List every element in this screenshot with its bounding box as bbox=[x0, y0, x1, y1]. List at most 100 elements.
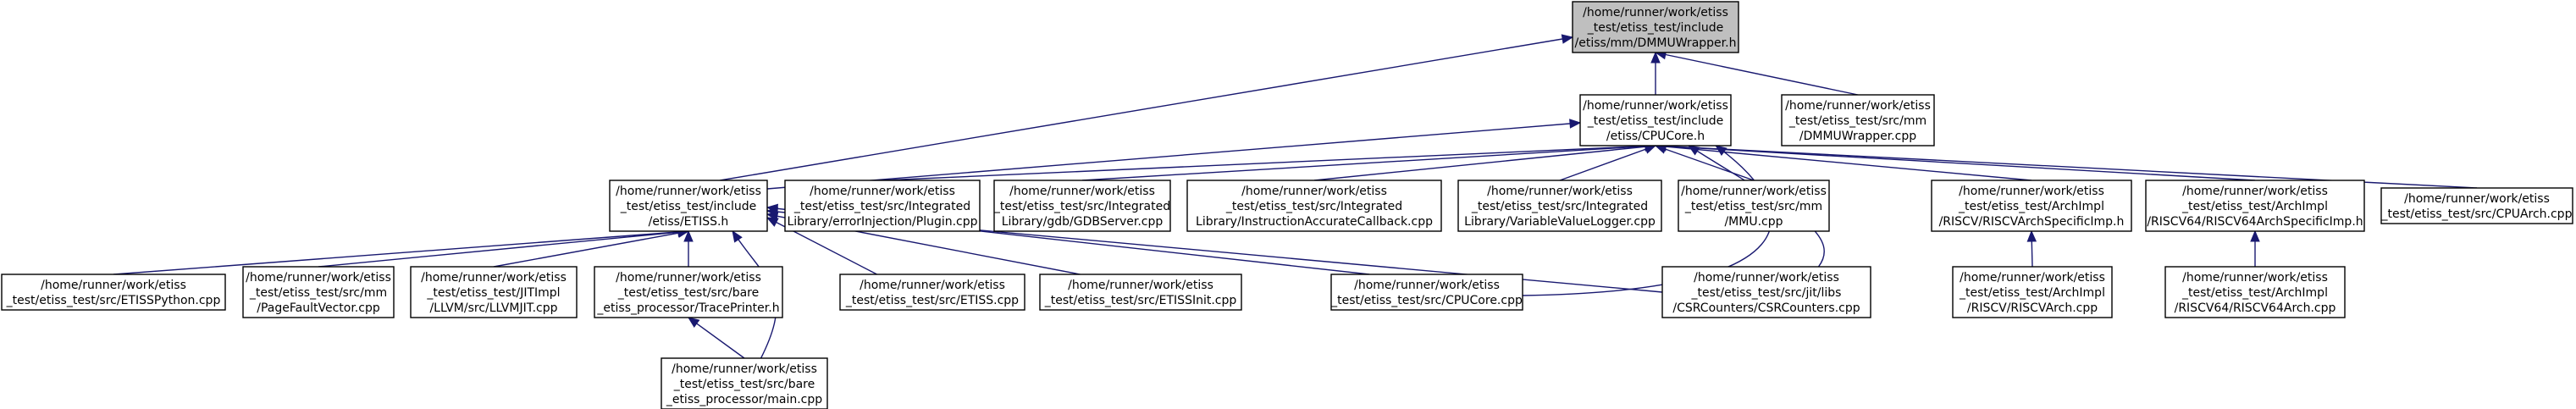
node-label-line: /home/runner/work/etiss bbox=[1681, 185, 1827, 198]
node-label-line: /home/runner/work/etiss bbox=[1960, 271, 2105, 285]
node-label-line: /home/runner/work/etiss bbox=[810, 185, 955, 198]
node-label-line: _test/etiss_test/ArchImpl bbox=[1958, 200, 2104, 213]
node-label-line: /home/runner/work/etiss bbox=[1487, 185, 1633, 198]
node-label-line: _test/etiss_test/src/ETISSInit.cpp bbox=[1044, 294, 1237, 307]
node-box bbox=[1579, 94, 1732, 146]
edge-cpucore_h-etiss_h bbox=[766, 119, 1582, 190]
node-label-line: /home/runner/work/etiss bbox=[421, 271, 567, 285]
node-pyth[interactable]: /home/runner/work/etiss_test/etiss_test/… bbox=[1, 274, 226, 311]
node-mmu[interactable]: /home/runner/work/etiss _test/etiss_test/… bbox=[1678, 180, 1830, 232]
node-label-line: /etiss/CPUCore.h bbox=[1606, 130, 1705, 143]
node-iacb[interactable]: /home/runner/work/etiss_test/etiss_test/… bbox=[1186, 180, 1442, 232]
node-label-line: _test/etiss_test/src/ETISS.cpp bbox=[845, 294, 1019, 307]
node-dmmu_h: /home/runner/work/etiss _test/etiss_test/… bbox=[1572, 1, 1739, 53]
edge-rv64_h-rv64_cpp bbox=[2250, 229, 2260, 267]
node-label-line: _test/etiss_test/src/bare bbox=[673, 378, 815, 391]
edge-rv_h-rv_cpp bbox=[2026, 229, 2037, 268]
node-label-line: /home/runner/work/etiss bbox=[672, 362, 817, 376]
node-label-line: _test/etiss_test/src/mm bbox=[1684, 200, 1822, 213]
edge-dmmu_h-etiss_h bbox=[720, 34, 1574, 181]
node-label-line: /home/runner/work/etiss bbox=[1583, 6, 1728, 19]
node-label-line: _test/etiss_test/src/CPUArch.cpp bbox=[2381, 207, 2573, 221]
node-box bbox=[1039, 274, 1242, 311]
node-gdbserver[interactable]: /home/runner/work/etiss_test/etiss_test/… bbox=[993, 180, 1171, 232]
node-etiss_h[interactable]: /home/runner/work/etiss_test/etiss_test/… bbox=[609, 180, 768, 232]
node-box bbox=[661, 357, 828, 409]
node-label-line: /home/runner/work/etiss bbox=[1241, 185, 1387, 198]
node-label-line: /LLVM/src/LLVMJIT.cpp bbox=[429, 301, 557, 315]
node-box bbox=[1, 274, 226, 311]
node-main[interactable]: /home/runner/work/etiss _test/etiss_test/… bbox=[661, 357, 828, 409]
node-label-line: /home/runner/work/etiss bbox=[1694, 271, 1839, 285]
node-rv_cpp[interactable]: /home/runner/work/etiss_test/etiss_test/… bbox=[1952, 266, 2113, 318]
node-label-line: _test/etiss_test/include bbox=[1587, 114, 1724, 128]
edge-cpucore_h-cpucore_cpp bbox=[1522, 145, 1772, 296]
node-label-line: /home/runner/work/etiss bbox=[2182, 271, 2328, 285]
node-etiss_cpp[interactable]: /home/runner/work/etiss _test/etiss_test/… bbox=[839, 274, 1025, 311]
edge-etiss_h-trace bbox=[683, 229, 694, 267]
node-label-line: /home/runner/work/etiss bbox=[860, 279, 1005, 292]
node-label-line: /home/runner/work/etiss bbox=[1068, 279, 1213, 292]
edge-dmmu_h-cpucore_h bbox=[1650, 51, 1661, 95]
node-label-line: /PageFaultVector.cpp bbox=[257, 301, 380, 315]
node-label-line: _test/etiss_test/ArchImpl bbox=[1959, 286, 2105, 300]
node-label-line: /home/runner/work/etiss bbox=[1959, 185, 2104, 198]
node-label-line: /RISCV64/RISCV64ArchSpecificImp.h bbox=[2147, 215, 2363, 229]
node-label-line: _test/etiss_test/src/bare bbox=[617, 286, 759, 300]
node-rv64_cpp[interactable]: /home/runner/work/etiss_test/etiss_test/… bbox=[2164, 266, 2346, 318]
graph-edges bbox=[113, 34, 2478, 359]
node-label-line: Library/errorInjection/Plugin.cpp bbox=[787, 215, 977, 229]
node-box bbox=[1457, 180, 1662, 232]
node-label-line: _etiss_processor/main.cpp bbox=[666, 393, 822, 406]
node-label-line: _test/etiss_test/src/Integrated bbox=[1471, 200, 1648, 213]
edge-etiss_h-pfv bbox=[318, 227, 690, 268]
node-label-line: _test/etiss_test/ArchImpl bbox=[2181, 200, 2328, 213]
node-etissinit[interactable]: /home/runner/work/etiss _test/etiss_test/… bbox=[1039, 274, 1242, 311]
edge-dmmu_h-dmmu_cpp bbox=[1654, 49, 1859, 96]
node-label-line: _test/etiss_test/src/Integrated bbox=[793, 200, 970, 213]
node-rv64_h[interactable]: /home/runner/work/etiss _test/etiss_test/… bbox=[2145, 180, 2365, 232]
node-box bbox=[242, 266, 395, 318]
node-label-line: /etiss/mm/DMMUWrapper.h bbox=[1575, 36, 1737, 50]
node-llvmjit[interactable]: /home/runner/work/etiss_test/etiss_test/… bbox=[410, 266, 578, 318]
node-label-line: /DMMUWrapper.cpp bbox=[1799, 130, 1916, 143]
edge-trace-main bbox=[687, 317, 745, 359]
node-cpuarch[interactable]: /home/runner/work/etiss_test/etiss_test/… bbox=[2380, 187, 2573, 224]
node-label-line: /home/runner/work/etiss bbox=[1354, 279, 1500, 292]
node-label-line: Library/InstructionAccurateCallback.cpp bbox=[1196, 215, 1433, 229]
node-dmmu_cpp[interactable]: /home/runner/work/etiss_test/etiss_test/… bbox=[1781, 94, 1935, 146]
node-label-line: /CSRCounters/CSRCounters.cpp bbox=[1672, 301, 1860, 315]
node-pfv[interactable]: /home/runner/work/etiss_test/etiss_test/… bbox=[242, 266, 395, 318]
node-label-line: /MMU.cpp bbox=[1724, 215, 1783, 229]
node-label-line: /home/runner/work/etiss bbox=[616, 271, 761, 285]
node-trace[interactable]: /home/runner/work/etiss_test/etiss_test/… bbox=[594, 266, 783, 318]
node-box bbox=[2164, 266, 2346, 318]
node-label-line: Library/VariableValueLogger.cpp bbox=[1464, 215, 1656, 229]
node-label-line: _test/etiss_test/src/ETISSPython.cpp bbox=[6, 294, 221, 307]
node-label-line: /RISCV/RISCVArch.cpp bbox=[1967, 301, 2098, 315]
node-label-line: _test/etiss_test/src/Integrated bbox=[993, 200, 1170, 213]
node-cpucore_cpp[interactable]: /home/runner/work/etiss_test/etiss_test/… bbox=[1330, 274, 1523, 311]
node-label-line: /RISCV64/RISCV64Arch.cpp bbox=[2175, 301, 2336, 315]
node-label-line: _test/etiss_test/include bbox=[1587, 21, 1724, 35]
node-box bbox=[839, 274, 1025, 311]
node-box bbox=[2380, 187, 2573, 224]
node-box bbox=[410, 266, 578, 318]
node-label-line: /home/runner/work/etiss bbox=[1785, 99, 1931, 113]
node-box bbox=[2145, 180, 2365, 232]
node-label-line: /home/runner/work/etiss bbox=[246, 271, 391, 285]
node-box bbox=[993, 180, 1171, 232]
node-box bbox=[594, 266, 783, 318]
node-errinj[interactable]: /home/runner/work/etiss _test/etiss_test/… bbox=[784, 180, 981, 232]
node-rv_h[interactable]: /home/runner/work/etiss _test/etiss_test/… bbox=[1931, 180, 2132, 232]
node-csr[interactable]: /home/runner/work/etiss_test/etiss_test/… bbox=[1661, 266, 1871, 318]
node-label-line: /home/runner/work/etiss bbox=[616, 185, 761, 198]
node-label-line: /home/runner/work/etiss bbox=[2182, 185, 2328, 198]
node-label-line: _test/etiss_test/src/mm bbox=[1788, 114, 1926, 128]
node-cpucore_h[interactable]: /home/runner/work/etiss_test/etiss_test/… bbox=[1579, 94, 1732, 146]
node-box bbox=[1330, 274, 1523, 311]
node-vvlogger[interactable]: /home/runner/work/etiss _test/etiss_test/… bbox=[1457, 180, 1662, 232]
node-label-line: /etiss/ETISS.h bbox=[649, 215, 729, 229]
